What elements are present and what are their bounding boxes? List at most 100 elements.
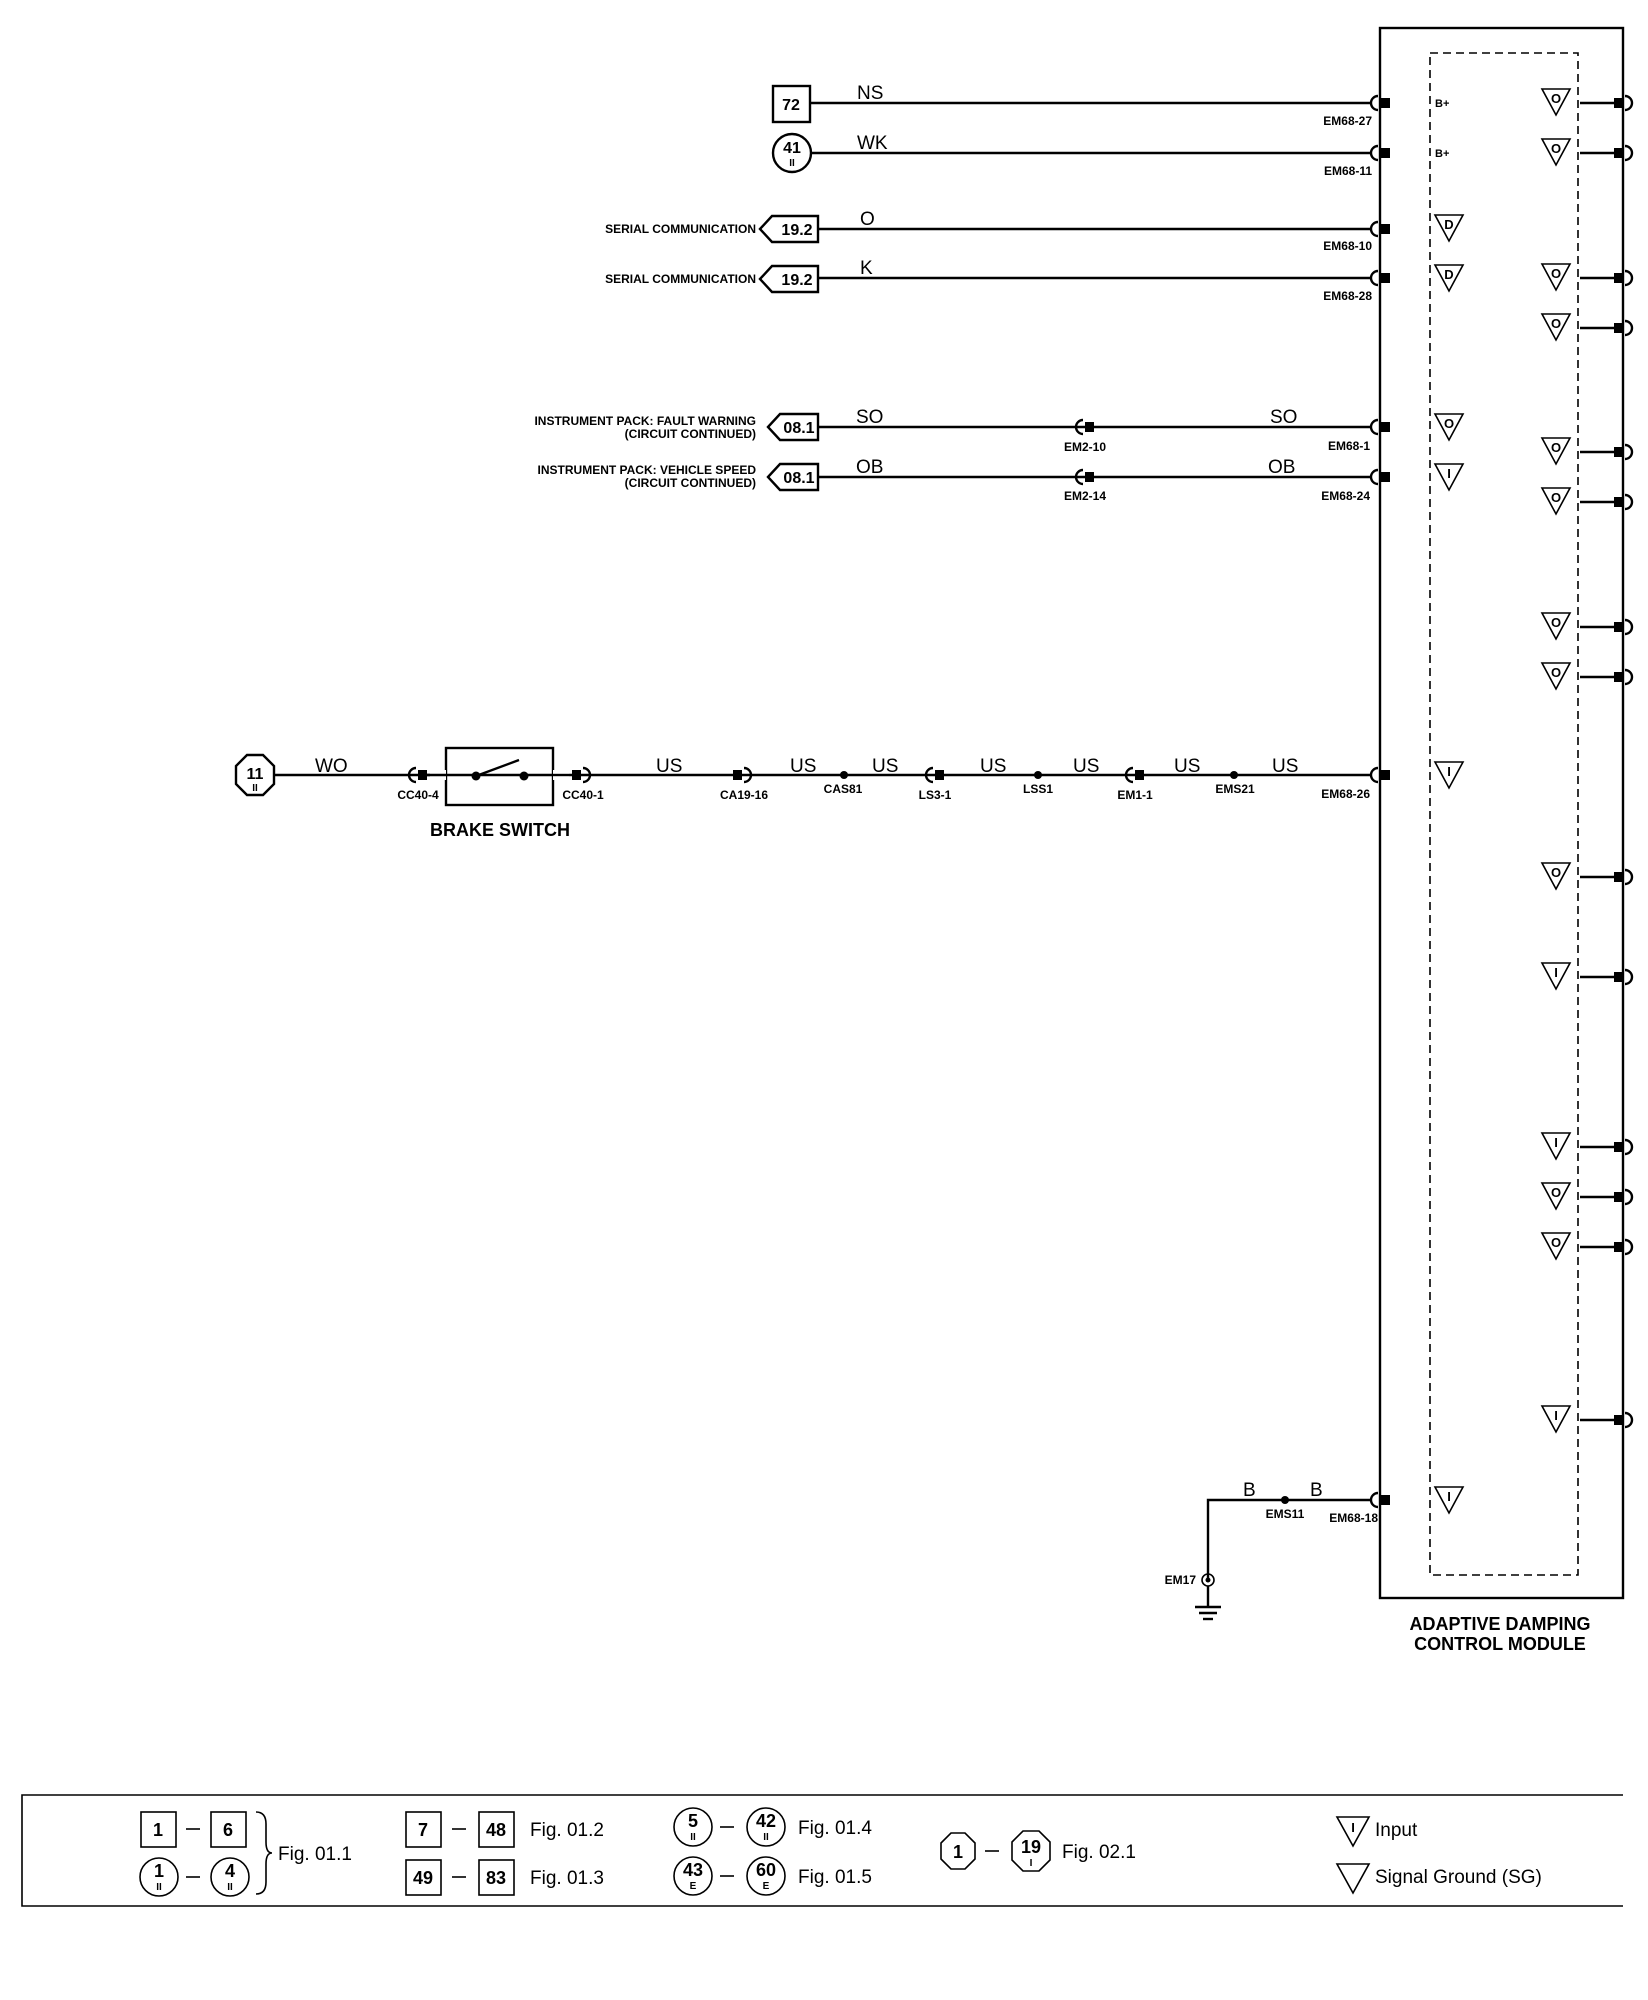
- brake-circuit: 11 II WO US: [234, 746, 1390, 840]
- module-right-pin: I: [1540, 962, 1634, 991]
- wire-colour-b: B: [1243, 1480, 1256, 1501]
- legend-square: [478, 1811, 515, 1848]
- node-label: CC40-1: [562, 788, 604, 802]
- wire-colour: US: [1073, 756, 1099, 777]
- module-right-pin: O: [1540, 313, 1634, 342]
- brake-switch[interactable]: [444, 746, 555, 807]
- module-right-pin: O: [1540, 862, 1634, 891]
- pin-label-b-plus: B+: [1435, 98, 1449, 110]
- legend-fig: Fig. 01.4: [798, 1818, 872, 1839]
- legend-sub: II: [227, 1882, 233, 1893]
- input-triangle-icon: [1335, 1816, 1371, 1848]
- legend-circle: [673, 1856, 713, 1896]
- wire-colour: US: [872, 756, 898, 777]
- pin-symbol: I: [1447, 1489, 1451, 1504]
- legend-sub: II: [690, 1832, 696, 1843]
- legend-fig: Fig. 01.3: [530, 1868, 604, 1889]
- legend-num: 19: [1021, 1837, 1041, 1857]
- module-right-pin: O: [1540, 263, 1634, 292]
- pin-triangle-icon: [1540, 612, 1572, 641]
- legend-num: 1: [953, 1842, 963, 1862]
- wire-description: SERIAL COMMUNICATION: [605, 222, 756, 236]
- legend-sub: II: [156, 1882, 162, 1893]
- legend-num: 6: [223, 1820, 233, 1840]
- brake-switch-label: BRAKE SWITCH: [430, 820, 570, 840]
- legend-num: 49: [413, 1868, 433, 1888]
- legend-num: 60: [756, 1860, 776, 1880]
- legend-square: [405, 1859, 442, 1896]
- legend-octagon: [1011, 1830, 1051, 1872]
- node-label: CAS81: [824, 782, 863, 796]
- wire-colour: US: [980, 756, 1006, 777]
- pin-triangle-icon: [1433, 413, 1465, 442]
- wire-k: SERIAL COMMUNICATION 19.2 K EM68-28: [605, 258, 1390, 303]
- pin-triangle-icon: [1433, 761, 1465, 790]
- legend-circle: [139, 1857, 179, 1897]
- pin-symbol: O: [1551, 865, 1561, 880]
- pin-symbol: O: [1551, 141, 1561, 156]
- legend: 1 6 1 II 4 II Fig. 01.1 7 48 Fig. 01.2 4…: [21, 1794, 1623, 1907]
- pin-triangle-icon: [1540, 1182, 1572, 1211]
- pin-symbol: O: [1444, 416, 1454, 431]
- pin-triangle-icon: [1540, 138, 1572, 167]
- wire-colour-ns: NS: [857, 83, 883, 104]
- module-right-pin: O: [1540, 487, 1634, 516]
- pin-symbol: I: [1554, 965, 1558, 980]
- pin-triangle-icon: [1540, 88, 1572, 117]
- legend-num: 4: [225, 1861, 235, 1881]
- module-right-pin: O: [1540, 612, 1634, 641]
- pin-triangle-icon: [1540, 263, 1572, 292]
- node-label: EMS21: [1215, 782, 1255, 796]
- ref-number: 19.2: [781, 272, 812, 289]
- connector-em68-26: EM68-26: [1321, 787, 1370, 801]
- legend-fig: Fig. 01.2: [530, 1820, 604, 1841]
- pin-symbol: O: [1551, 316, 1561, 331]
- ref-number: 19.2: [781, 222, 812, 239]
- pin-symbol: O: [1551, 615, 1561, 630]
- legend-square: [140, 1811, 177, 1848]
- node-label: LS3-1: [919, 788, 952, 802]
- module-title-line-1: ADAPTIVE DAMPING: [1409, 1614, 1590, 1634]
- wire-colour-so-right: SO: [1270, 407, 1297, 428]
- node-label: EM1-1: [1117, 788, 1153, 802]
- adaptive-damping-control-module: ADAPTIVE DAMPING CONTROL MODULE: [1378, 26, 1625, 1654]
- wire-colour-ob-right: OB: [1268, 457, 1295, 478]
- legend-num: 43: [683, 1860, 703, 1880]
- splice-ems11: EMS11: [1266, 1507, 1305, 1521]
- wire-colour-ob: OB: [856, 457, 883, 478]
- wire-description-line-2: (CIRCUIT CONTINUED): [625, 476, 756, 490]
- wire-colour: WO: [315, 756, 348, 777]
- pin-symbol: I: [1447, 764, 1451, 779]
- wire-so: INSTRUMENT PACK: FAULT WARNING (CIRCUIT …: [534, 407, 1390, 454]
- pin-symbol: O: [1551, 490, 1561, 505]
- legend-circle: [210, 1857, 250, 1897]
- ref-number: 72: [782, 97, 800, 114]
- pin-triangle-icon: [1433, 264, 1465, 293]
- module-right-pin: O: [1540, 662, 1634, 691]
- ref-octagon-11[interactable]: [234, 753, 276, 797]
- legend-num: 5: [688, 1811, 698, 1831]
- legend-num: 1: [153, 1820, 163, 1840]
- connector-em68-1: EM68-1: [1328, 439, 1370, 453]
- wire-description-line-2: (CIRCUIT CONTINUED): [625, 427, 756, 441]
- pin-symbol: I: [1554, 1408, 1558, 1423]
- ref-number: 08.1: [783, 420, 814, 437]
- module-right-pin: O: [1540, 437, 1634, 466]
- node-label: CA19-16: [720, 788, 768, 802]
- legend-fig: Fig. 01.5: [798, 1867, 872, 1888]
- ref-number: 41: [783, 140, 801, 157]
- pin-symbol: O: [1551, 1235, 1561, 1250]
- ground-circuit: B B EMS11 EM68-18 EM17: [1165, 1480, 1390, 1621]
- connector-em68-10: EM68-10: [1323, 239, 1372, 253]
- signal-ground-triangle-icon: [1335, 1863, 1371, 1895]
- connector-em68-28: EM68-28: [1323, 289, 1372, 303]
- pin-triangle-icon: [1433, 463, 1465, 492]
- inline-connector-em2-14: EM2-14: [1064, 489, 1106, 503]
- wire-description: SERIAL COMMUNICATION: [605, 272, 756, 286]
- legend-circle: [746, 1856, 786, 1896]
- pin-label-b-plus: B+: [1435, 148, 1449, 160]
- wire-description-line-1: INSTRUMENT PACK: FAULT WARNING: [534, 414, 756, 428]
- pin-symbol: I: [1447, 466, 1451, 481]
- pin-triangle-icon: [1540, 862, 1572, 891]
- pin-triangle-icon: [1540, 962, 1572, 991]
